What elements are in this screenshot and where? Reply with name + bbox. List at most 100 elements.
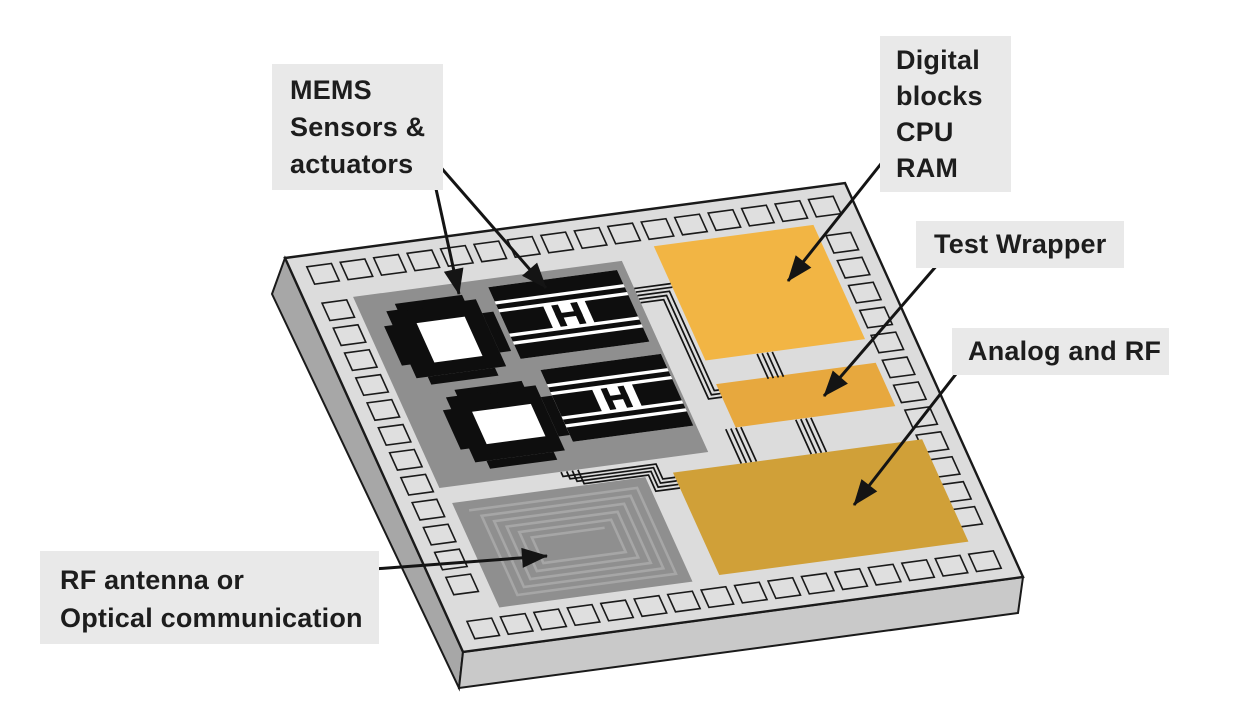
antenna-region <box>452 477 693 608</box>
bond-pad <box>837 257 869 278</box>
bond-pad <box>894 382 926 403</box>
bond-pad <box>467 618 499 639</box>
wire-trace <box>767 353 778 378</box>
mems-label-line: actuators <box>290 149 414 179</box>
bond-pad <box>768 578 800 599</box>
bond-pad <box>333 325 365 346</box>
wire-trace <box>634 284 670 289</box>
membrane-sensor-1 <box>384 294 512 385</box>
mems-arrow-2 <box>435 162 548 289</box>
bond-pad <box>367 400 399 421</box>
wire-trace <box>736 428 751 462</box>
wire-trace <box>572 458 678 497</box>
wire-trace <box>578 458 680 500</box>
wire-trace <box>772 352 783 377</box>
antenna-spiral-coil <box>469 488 676 596</box>
digital-label-line: blocks <box>896 81 983 111</box>
membrane-window <box>416 316 483 363</box>
wire-trace <box>762 353 773 378</box>
bond-pad <box>860 307 892 328</box>
bond-pad <box>307 263 339 284</box>
bond-pad <box>969 551 1001 572</box>
wire-trace <box>639 294 720 398</box>
bond-pad <box>378 425 410 446</box>
rf-label-line: RF antenna or <box>60 565 245 595</box>
bond-pad <box>374 255 406 276</box>
digital-label: Digital blocks CPU RAM <box>880 36 1011 192</box>
bond-pad <box>826 232 858 253</box>
bond-pad <box>534 609 566 630</box>
wire-trace <box>806 418 821 452</box>
bond-pad <box>641 219 673 240</box>
bond-pad <box>390 449 422 470</box>
digital-block <box>653 224 866 361</box>
bond-pad <box>567 605 599 626</box>
bond-pad <box>356 375 388 396</box>
bond-pad <box>675 214 707 235</box>
analog-arrow <box>852 373 958 506</box>
digital-label-line: Digital <box>896 45 980 75</box>
bond-pad <box>742 205 774 226</box>
digital-label-line: CPU <box>896 117 954 147</box>
bond-pad <box>775 201 807 222</box>
bond-pad <box>882 357 914 378</box>
bond-pad <box>574 228 606 249</box>
comb-actuator-1 <box>488 269 650 359</box>
wire-trace <box>567 458 677 494</box>
wire-trace <box>726 429 741 463</box>
wire-trace <box>741 427 756 461</box>
mems-label: MEMS Sensors & actuators <box>272 64 443 190</box>
bond-pad <box>809 196 841 217</box>
wire-trace <box>636 287 672 292</box>
mems-label-line: Sensors & <box>290 112 426 142</box>
wire-trace <box>638 291 719 395</box>
wire-trace <box>641 298 722 402</box>
bond-pad <box>668 591 700 612</box>
bond-pad <box>935 555 967 576</box>
bond-pad <box>423 524 455 545</box>
comb-actuator-2 <box>540 353 694 442</box>
bond-pad <box>412 499 444 520</box>
bond-pad <box>601 600 633 621</box>
test-wrapper-arrow <box>822 263 940 397</box>
bond-pad <box>407 250 439 271</box>
bond-pad <box>868 564 900 585</box>
interconnect-wires <box>487 274 833 502</box>
digital-label-line: RAM <box>896 153 959 183</box>
bond-pad <box>735 582 767 603</box>
rf-label-line: Optical communication <box>60 603 363 633</box>
bond-pad <box>634 596 666 617</box>
bond-pad <box>835 569 867 590</box>
bond-pad <box>608 223 640 244</box>
rf-antenna-label: RF antenna or Optical communication <box>40 551 379 644</box>
wire-trace <box>801 419 816 453</box>
membrane-window <box>472 403 546 445</box>
bond-pad <box>500 614 532 635</box>
bond-pad <box>801 573 833 594</box>
wire-trace <box>796 420 811 454</box>
bond-pad <box>541 232 573 253</box>
test-wrapper-block <box>716 362 896 428</box>
bond-pad <box>902 560 934 581</box>
wire-trace <box>757 354 768 379</box>
test-wrapper-label: Test Wrapper <box>916 221 1124 268</box>
wire-trace <box>811 418 826 452</box>
bond-pad <box>340 259 372 280</box>
bond-pad <box>322 300 354 321</box>
bond-pad <box>708 210 740 231</box>
bond-pad <box>401 474 433 495</box>
bond-pad <box>871 332 903 353</box>
analog-rf-block <box>672 439 969 576</box>
bond-pad <box>701 587 733 608</box>
wire-trace <box>731 429 746 463</box>
bond-pad <box>474 241 506 262</box>
bond-pad <box>446 574 478 595</box>
bond-pad <box>345 350 377 371</box>
wire-trace <box>561 458 675 491</box>
membrane-sensor-2 <box>442 380 570 469</box>
analog-rf-label: Analog and RF <box>952 328 1169 375</box>
digital-arrow <box>786 159 886 282</box>
mems-label-line: MEMS <box>290 75 372 105</box>
